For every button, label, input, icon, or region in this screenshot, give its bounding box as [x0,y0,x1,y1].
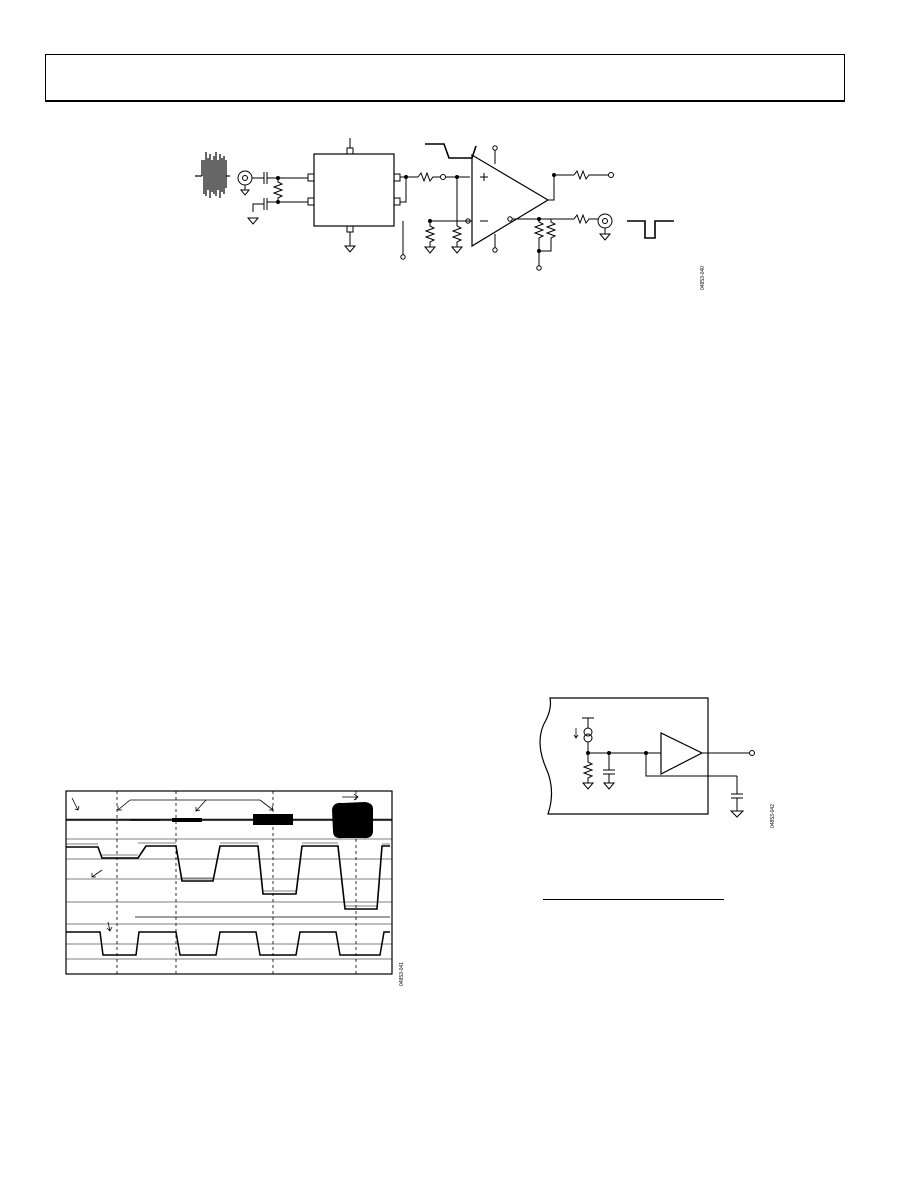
input-bnc-connector-icon [237,170,253,196]
ground-icon [343,232,357,253]
rf-burst-small [172,818,202,822]
input-coupling-capacitor [252,172,308,184]
scope-vertical-markers [116,791,357,974]
amplifier-schematic-figure: 04853-040 [190,130,730,290]
buffer-amplifier-triangle [660,732,704,775]
bias-resistor-ground [423,221,437,254]
figure-id-label: 04853-042 [770,804,776,828]
detector-response-trace [66,845,390,910]
series-resistor [417,171,440,183]
scope-gridlines [66,818,392,960]
filter-schematic-figure: 04853-042 [526,690,786,830]
external-capacitor [729,776,745,818]
op-amp-triangle [471,153,550,248]
output-bnc-connector-icon [597,213,613,241]
output-resistor [573,213,598,225]
rf-burst-medium [253,814,293,825]
amplifier-schematic: 04853-040 [195,138,706,290]
rf-burst-large [332,802,374,839]
output-resistor [573,169,608,181]
scope-traces-figure: 04853-041 [60,784,410,989]
bias-resistor-ground [450,177,464,254]
oscilloscope-traces: 04853-041 [65,790,405,986]
figure-id-label: 04853-041 [399,962,405,986]
annotation-arrows [71,793,359,812]
page-header-frame [45,54,845,102]
filter-capacitor [602,753,616,790]
caption-rule [543,899,724,900]
load-resistor [581,753,595,790]
ground-icon [246,217,260,225]
scope-frame [65,790,393,975]
chip-boundary [539,697,709,815]
detector-output-waveform [425,143,477,159]
detector-ic-block [313,153,395,227]
filter-schematic: 04853-042 [539,697,776,828]
ref-coupling-capacitor [252,198,308,212]
termination-resistor [272,178,284,202]
input-burst-waveform [195,152,230,198]
figure-id-label: 04853-040 [700,266,706,290]
output-pulse-waveform [627,220,674,239]
pulse-output-trace [66,931,390,956]
current-source-icon [583,727,593,737]
